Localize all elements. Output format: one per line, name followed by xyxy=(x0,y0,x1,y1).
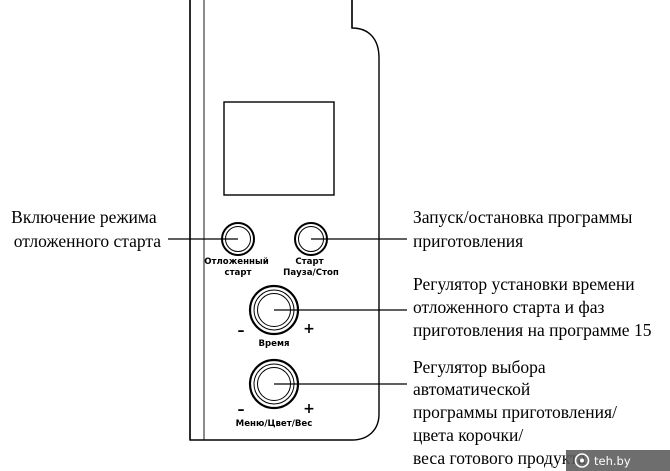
watermark-logo-icon xyxy=(574,453,590,468)
delay-button-label: Отложенный старт xyxy=(204,257,272,278)
time-knob-label: Время xyxy=(258,339,289,349)
menu-knob-plus: + xyxy=(303,401,315,417)
callout-menu-knob: Регулятор выбора автоматической программ… xyxy=(413,357,621,468)
time-knob-minus: – xyxy=(238,323,245,339)
display-window xyxy=(223,101,335,196)
time-knob-plus: + xyxy=(303,321,315,337)
watermark-badge: teh.by xyxy=(566,450,670,471)
callout-time-knob: Регулятор установки времени отложенного … xyxy=(413,274,652,340)
start-button-label: Старт Пауза/Стоп xyxy=(283,257,339,278)
appliance-panel xyxy=(189,0,380,441)
watermark-text: teh.by xyxy=(594,454,631,468)
leader-lines xyxy=(168,238,407,385)
callout-delay-start: Включение режима отложенного старта xyxy=(11,207,161,251)
menu-knob-minus: – xyxy=(238,402,245,418)
panel-outer-edge xyxy=(189,0,380,441)
callout-start-stop: Запуск/остановка программы приготовления xyxy=(413,207,637,251)
menu-knob-label: Меню/Цвет/Вес xyxy=(236,419,313,429)
panel-inner-edge xyxy=(189,0,353,440)
